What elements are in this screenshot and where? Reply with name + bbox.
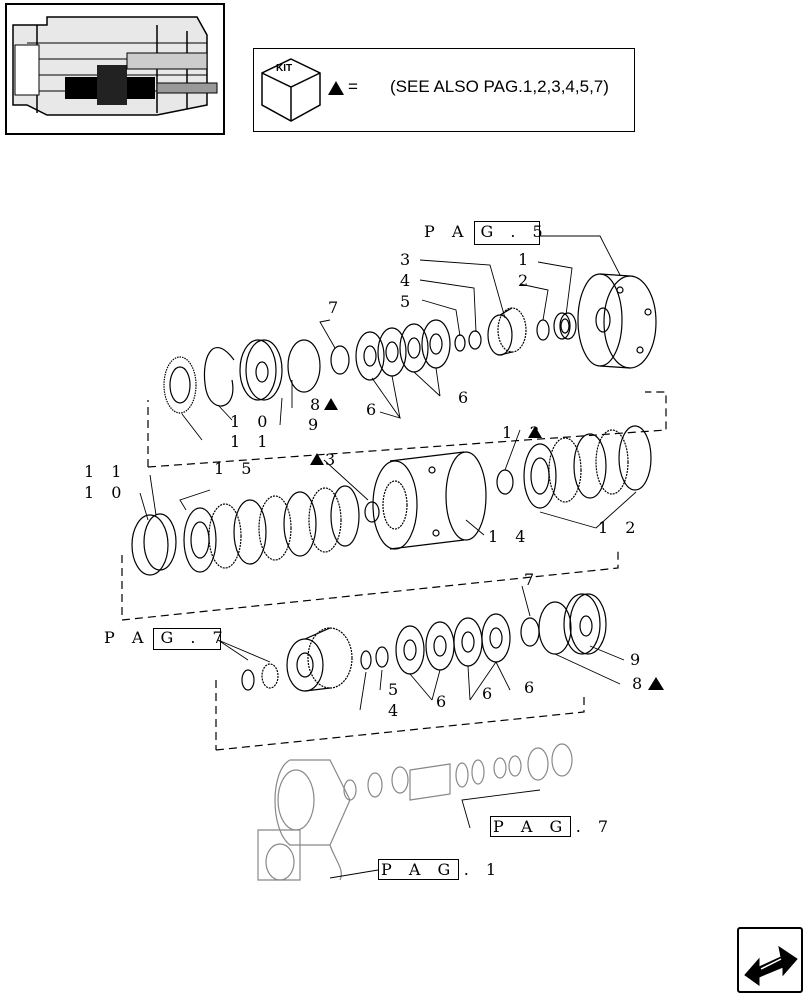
- clutch-housing-part: [577, 273, 657, 369]
- callout-11-left: 1 1: [84, 462, 128, 481]
- piston-part-8-top: [239, 339, 283, 401]
- triangle-marker-icon: [648, 677, 664, 690]
- pag1-num: . 1: [463, 860, 503, 879]
- oring-part-9-top: [287, 339, 321, 393]
- ring-part-5: [454, 334, 466, 352]
- callout-14: 1 4: [488, 527, 532, 546]
- kit-equals: =: [348, 77, 358, 96]
- callout-4-low: 4: [388, 701, 399, 720]
- pag7-bottom-ref[interactable]: P A G . 7: [490, 816, 615, 837]
- ring-part-7-low: [520, 617, 540, 647]
- clutch-discs-part-6-top: [355, 319, 451, 381]
- pag5-ref-box[interactable]: [474, 221, 540, 245]
- callout-15: 1 5: [214, 459, 258, 478]
- kit-label: KIT: [276, 63, 293, 74]
- callout-6-b: 6: [458, 388, 469, 407]
- ring-part-13-left: [364, 501, 380, 523]
- ring-part-7-top: [330, 345, 350, 375]
- spring-part-11-top: [163, 356, 197, 414]
- disc-pack-part-15: [183, 485, 360, 573]
- callout-1: 1: [518, 250, 529, 269]
- pag7-bottom-boxed[interactable]: P A G: [490, 816, 572, 837]
- callout-10-left: 1 0: [84, 483, 128, 502]
- callout-2: 2: [518, 271, 529, 290]
- gear-part-3: [487, 307, 527, 356]
- transmission-thumbnail: [5, 3, 225, 135]
- ring-part-5-low: [375, 646, 389, 668]
- gear-hub-part: [286, 627, 353, 692]
- clutch-discs-part-6-low: [395, 613, 511, 675]
- callout-6-low-a: 6: [436, 692, 447, 711]
- pag7-bottom-num: . 7: [575, 817, 615, 836]
- bearing-part-7-pag: [241, 663, 279, 691]
- pag7-left-ref-label[interactable]: P A G . 7: [104, 628, 229, 647]
- piston-part-8-low: [563, 593, 607, 655]
- triangle-marker-icon: [328, 81, 344, 95]
- triangle-marker-icon: [324, 398, 338, 410]
- pag5-ref-label[interactable]: P A G . 5: [424, 222, 549, 241]
- kit-note: (SEE ALSO PAG.1,2,3,4,5,7): [390, 77, 609, 96]
- ghost-assembly: [257, 743, 573, 881]
- callout-7-mid: 7: [524, 570, 535, 589]
- callout-6-a: 6: [366, 400, 377, 419]
- kit-cube-icon: [261, 58, 321, 122]
- pag1-ref[interactable]: P A G . 1: [378, 859, 503, 880]
- callout-9-mid: 9: [630, 650, 641, 669]
- callout-6-low-c: 6: [524, 678, 535, 697]
- disc-pack-part-12: [523, 425, 652, 509]
- callout-3: 3: [400, 250, 411, 269]
- pag7-left-ref-box[interactable]: [153, 628, 221, 650]
- snap-rings-part-10-11: [131, 513, 177, 576]
- callout-5-low: 5: [388, 680, 399, 699]
- callout-13-left: 3: [325, 450, 336, 469]
- triangle-marker-icon: [528, 426, 542, 438]
- callout-8-mid: 8: [632, 674, 643, 693]
- callout-10-top: 1 0: [230, 412, 274, 431]
- callout-7-top: 7: [328, 298, 339, 317]
- kit-legend: KIT = (SEE ALSO PAG.1,2,3,4,5,7): [253, 48, 635, 132]
- callout-9-top: 9: [308, 415, 319, 434]
- drum-part-14: [372, 451, 487, 550]
- callout-4: 4: [400, 271, 411, 290]
- next-page-arrow-icon: [744, 945, 798, 986]
- pag1-boxed[interactable]: P A G: [378, 859, 460, 880]
- callout-12: 1 2: [598, 518, 642, 537]
- callout-5: 5: [400, 292, 411, 311]
- bearing-part-1: [553, 312, 577, 340]
- callout-8-top: 8: [310, 395, 321, 414]
- callout-11-top: 1 1: [230, 432, 274, 451]
- callout-6-low-b: 6: [482, 684, 493, 703]
- ring-part-4: [468, 330, 482, 350]
- snap-ring-part-10-top: [203, 347, 235, 407]
- ring-part-4-low: [360, 650, 372, 670]
- triangle-marker-icon: [310, 453, 324, 465]
- ring-part-13-right: [496, 469, 514, 495]
- next-page-button[interactable]: [737, 927, 803, 993]
- ring-part-2: [536, 319, 550, 341]
- transmission-section-image: [7, 5, 223, 133]
